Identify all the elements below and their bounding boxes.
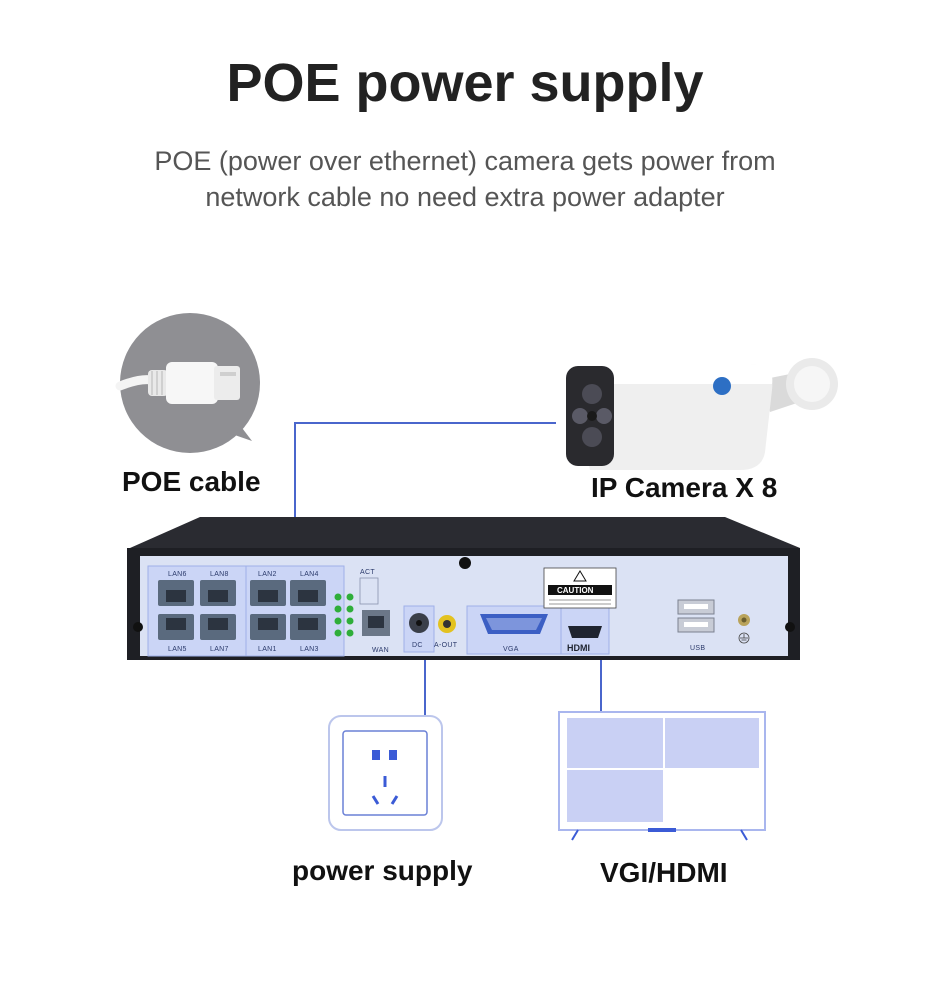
act-label: ACT	[360, 569, 375, 576]
power-supply-label: power supply	[292, 855, 473, 886]
nvr-recorder: LAN6 LAN8 LAN2 LAN4 LAN5 LAN7 LAN1 LAN3 …	[127, 517, 800, 660]
hdmi-label: HDMI	[567, 643, 590, 653]
lan-label-top-1: LAN6	[168, 571, 187, 578]
power-outlet-icon	[328, 715, 443, 831]
vga-label: VGA	[503, 646, 519, 653]
lan-label-top-3: LAN2	[258, 571, 277, 578]
monitor-icon	[558, 711, 766, 841]
subtitle-line-1: POE (power over ethernet) camera gets po…	[154, 146, 776, 176]
page-subtitle: POE (power over ethernet) camera gets po…	[0, 143, 930, 215]
lan-label-bottom-1: LAN5	[168, 646, 187, 653]
dc-label: DC	[412, 642, 423, 649]
poe-cable-bubble	[115, 313, 260, 453]
ip-camera-label: IP Camera X 8	[591, 472, 778, 503]
wan-label: WAN	[372, 647, 389, 654]
lan-label-bottom-4: LAN3	[300, 646, 319, 653]
act-leds	[334, 593, 354, 637]
lan-label-bottom-2: LAN7	[210, 646, 229, 653]
ip-camera-illustration	[566, 358, 838, 470]
vga-hdmi-label: VGI/HDMI	[600, 857, 728, 888]
subtitle-line-2: network cable no need extra power adapte…	[205, 182, 725, 212]
lan-label-bottom-3: LAN1	[258, 646, 277, 653]
lan-label-top-4: LAN4	[300, 571, 319, 578]
caution-label: CAUTION	[557, 586, 594, 595]
poe-cable-label: POE cable	[122, 466, 261, 497]
ground-icon	[738, 632, 750, 644]
usb-label: USB	[690, 645, 705, 652]
page-title: POE power supply	[226, 53, 704, 113]
lan-label-top-2: LAN8	[210, 571, 229, 578]
aout-label: A-OUT	[434, 642, 458, 649]
